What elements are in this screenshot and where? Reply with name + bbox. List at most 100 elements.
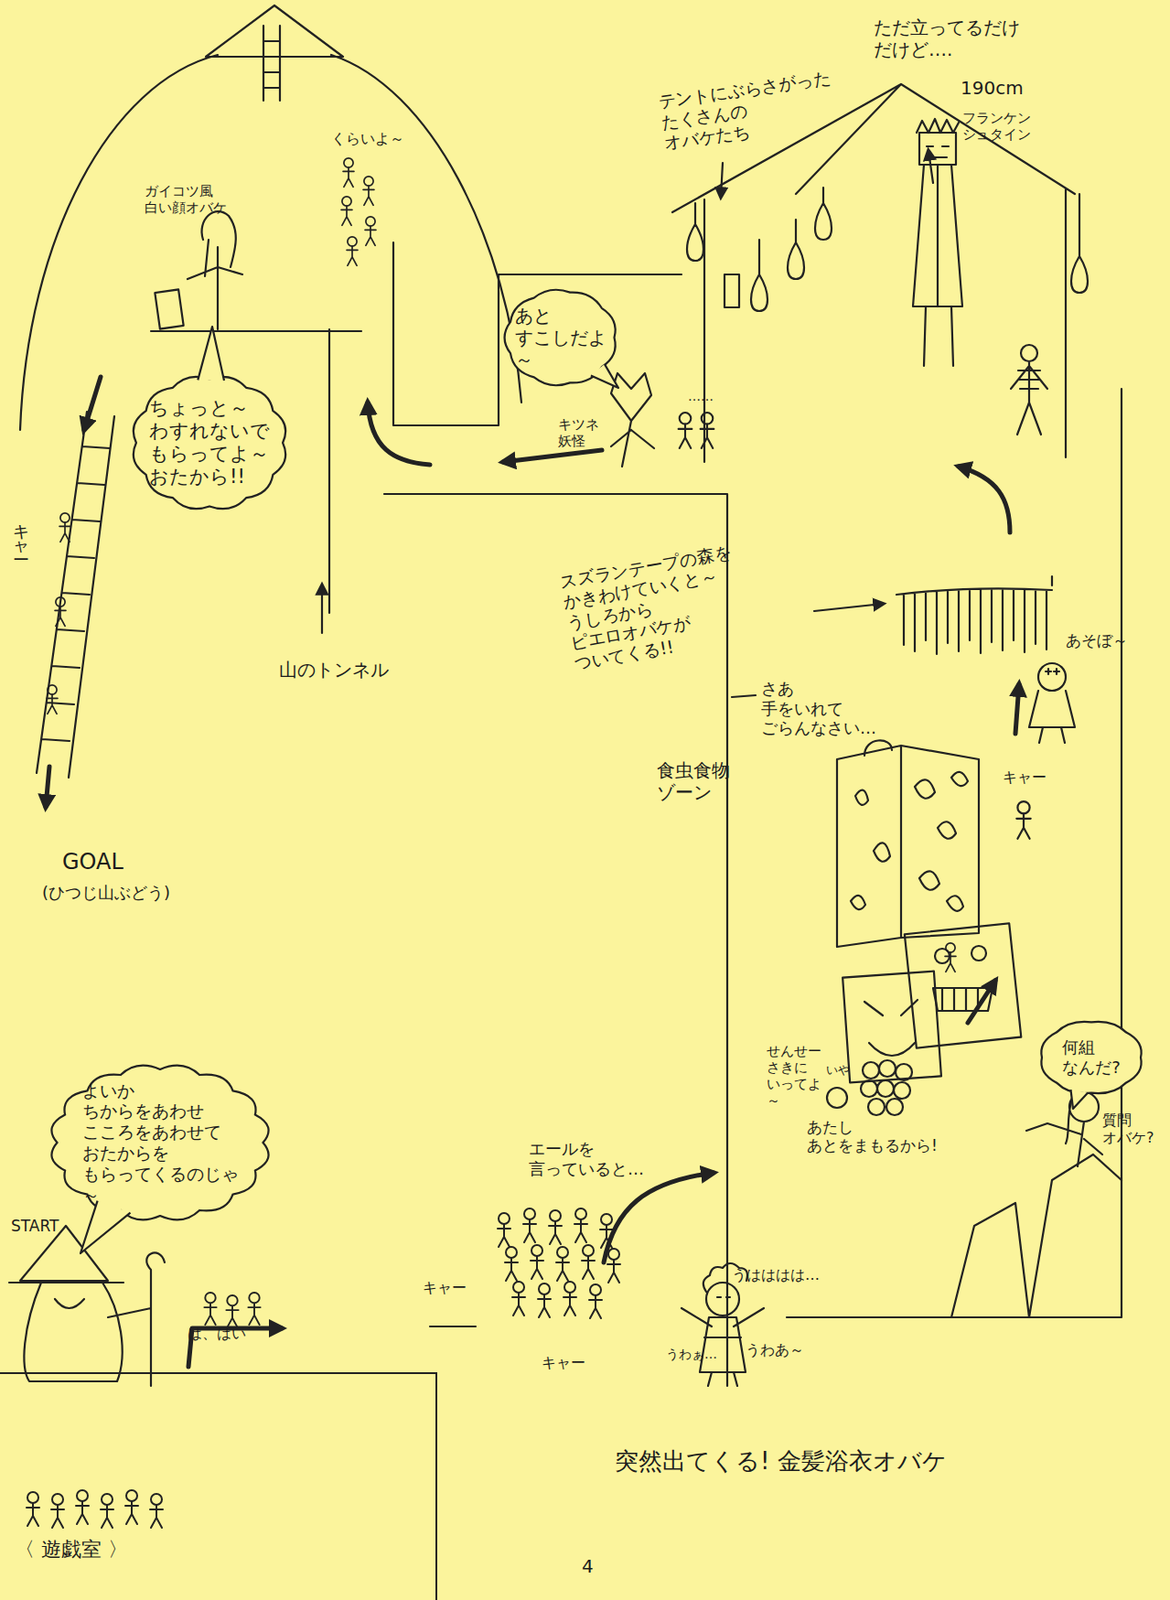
route-arrow xyxy=(45,766,50,807)
plant-leaves xyxy=(850,772,968,912)
annotation-text: さあ 手をいれて ごらんなさい… xyxy=(761,678,877,739)
annotation-text: テントにぶらさがった たくさんの オバケたち xyxy=(656,67,838,154)
kid-figure xyxy=(125,1490,139,1525)
kid-figure xyxy=(512,1281,526,1316)
cloud-shape xyxy=(1041,1021,1141,1094)
annotation-text: (ひつじ山ぶどう) xyxy=(42,882,171,903)
skull-ghost xyxy=(187,211,243,330)
kid-figure xyxy=(46,685,58,714)
bubble-tail xyxy=(80,1201,131,1254)
speech-bubble: 何組 なんだ? xyxy=(1036,1017,1147,1098)
hanging-ghosts xyxy=(686,187,1088,312)
room-box: 〈 遊戯室 〉 xyxy=(0,1372,438,1600)
kid-figure xyxy=(530,1245,544,1279)
annotation-text: キツネ 妖怪 xyxy=(558,416,600,450)
tunnel-pointer xyxy=(321,585,323,634)
annotation-text: 190cm xyxy=(960,76,1024,99)
kid-figure xyxy=(59,513,71,542)
bubble-tail xyxy=(1071,1089,1089,1109)
frankenstein xyxy=(912,118,963,366)
kid-figure xyxy=(504,1246,518,1281)
skeleton xyxy=(1010,344,1048,435)
speech-bubble: あと すこしだよ～ xyxy=(501,285,621,390)
kid-figure xyxy=(150,1493,163,1528)
annotation-text: くらいよ～ xyxy=(331,129,405,148)
annotation-text: せんせー さきに いってよ～ xyxy=(766,1042,822,1109)
kid-figure xyxy=(548,1210,562,1245)
kid-figure xyxy=(523,1208,537,1243)
mask-panel xyxy=(904,923,1021,1048)
question-ghost xyxy=(1026,1092,1103,1167)
hut-ladder xyxy=(263,25,280,101)
route-arrow xyxy=(603,1172,714,1263)
goal-ladder xyxy=(36,411,115,778)
kid-figure xyxy=(247,1292,260,1325)
cloud-shape xyxy=(51,1065,269,1221)
annotation-text: GOAL xyxy=(62,848,124,876)
annotation-text: あそぼ～ xyxy=(1065,631,1128,650)
kid-figure xyxy=(363,176,375,205)
route-arrow xyxy=(367,402,430,465)
kid-figure xyxy=(574,1208,588,1243)
start-corridor xyxy=(429,1325,476,1328)
speech-text: 何組 なんだ? xyxy=(1062,1037,1121,1077)
kid-figure xyxy=(556,1246,569,1281)
annotation-text: キャー xyxy=(1002,768,1047,786)
annotation-text: キャー xyxy=(541,1353,586,1372)
speech-bubble: よいか ちからをあわせ こころをあわせて おたからを もらってくるのじゃ～ xyxy=(45,1059,275,1226)
bubble-text-area: ちょっと～ わすれないで もらってよ～ おたから!! xyxy=(128,370,291,516)
mountain-outline xyxy=(20,54,522,430)
speech-text: よいか ちからをあわせ こころをあわせて おたからを もらってくるのじゃ～ xyxy=(82,1080,239,1206)
kid-figure xyxy=(944,943,956,972)
route-arrow xyxy=(967,980,996,1023)
clown-ghost xyxy=(1029,663,1075,743)
mask-panel xyxy=(842,971,942,1084)
annotation-text: いや xyxy=(826,1062,850,1078)
annotation-text: START xyxy=(10,1216,59,1235)
kid-figure xyxy=(26,1492,40,1526)
bubble-tail xyxy=(590,364,619,388)
tent-pointer xyxy=(928,150,934,183)
kid-figure xyxy=(607,1248,621,1283)
route-arrows xyxy=(45,376,1020,1367)
tent-door xyxy=(724,274,740,308)
annotation-text: スズランテープの森を かきわけていくと～ うしろから ピエロオバケが ついてくる… xyxy=(558,541,748,675)
annotation-text: うわぁ… xyxy=(665,1346,718,1363)
hut xyxy=(205,5,344,57)
kid-figure xyxy=(203,1292,216,1325)
annotation-text: うわあ～ xyxy=(745,1341,805,1359)
annotation-text: 質問 オバケ? xyxy=(1102,1111,1154,1147)
rock xyxy=(951,1154,1122,1318)
route-arrow xyxy=(958,466,1010,533)
kid-group xyxy=(860,1060,913,1116)
annotation-text: キャー xyxy=(422,1278,467,1297)
bubble-tail xyxy=(197,326,225,381)
speech-bubble: ちょっと～ わすれないで もらってよ～ おたから!! xyxy=(128,370,291,516)
kid-figure xyxy=(346,236,358,266)
annotation-text: あたし あとをまもるから! xyxy=(806,1117,938,1156)
tape-curtain xyxy=(896,588,1052,655)
route-arrow xyxy=(1015,684,1020,734)
kid-figure xyxy=(225,1295,238,1328)
kid-figure xyxy=(51,1493,65,1528)
speech-text: ちょっと～ わすれないで もらってよ～ おたから!! xyxy=(149,397,270,490)
kid-figure xyxy=(100,1493,114,1528)
annotation-text: ガイコツ風 白い顔オバケ xyxy=(144,182,227,216)
annotation-text: フランケン シュタイン xyxy=(962,109,1031,143)
cloud-shape xyxy=(133,376,286,509)
tent-pointer xyxy=(720,162,723,197)
kid-figure xyxy=(678,412,693,449)
annotation-text: 山のトンネル xyxy=(279,658,389,681)
kid-figure xyxy=(497,1212,511,1247)
kid-figure xyxy=(589,1284,602,1319)
speech-text: あと すこしだよ～ xyxy=(515,304,607,371)
annotation-text: キャー xyxy=(10,512,32,551)
bubble-text-area: 何組 なんだ? xyxy=(1036,1017,1147,1098)
kid-figure xyxy=(1016,801,1031,839)
leader-line xyxy=(1051,576,1053,586)
mask-face xyxy=(864,999,918,1056)
annotation-text: エールを 言っていると… xyxy=(528,1138,645,1179)
bubble-text-area: よいか ちからをあわせ こころをあわせて おたからを もらってくるのじゃ～ xyxy=(45,1059,275,1226)
route-arrow xyxy=(84,376,101,430)
